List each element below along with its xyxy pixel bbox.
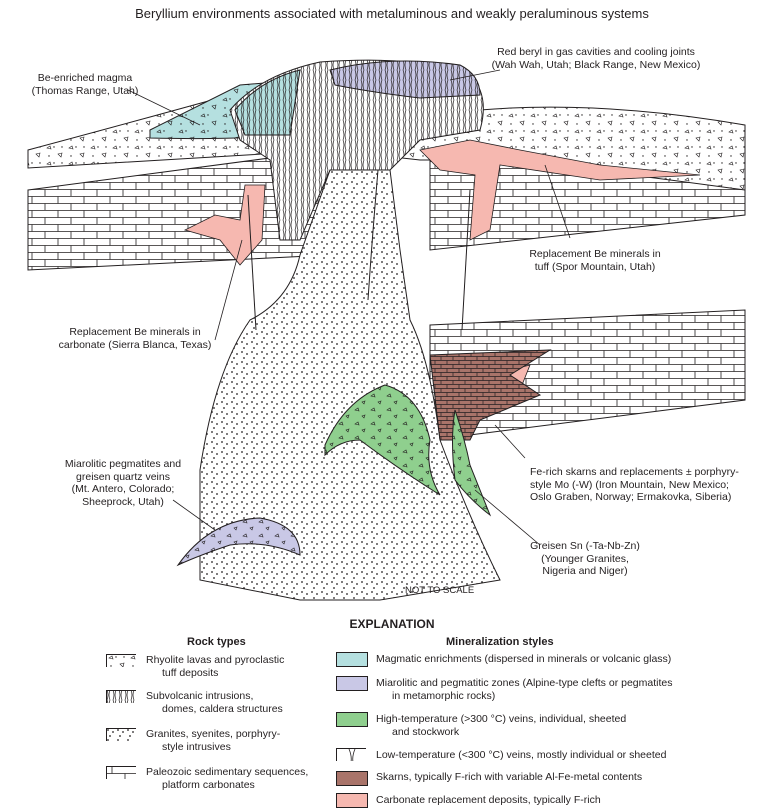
- high-temp-vein-main: [324, 384, 441, 496]
- label-greisen: Greisen Sn (-Ta-Nb-Zn)(Younger Granites,…: [530, 540, 640, 577]
- carbonate-replacement-right: [419, 139, 701, 241]
- low-temp-vein-3: [367, 169, 379, 301]
- swatch-skarn: [336, 771, 368, 786]
- leader-miarolitic: [172, 499, 216, 531]
- skarn-zone: [429, 349, 552, 441]
- swatch-rhyolite: [106, 654, 136, 667]
- swatch-subvolcanic: [106, 690, 136, 703]
- leader-be-magma: [127, 89, 201, 126]
- low-temp-vein-1: [247, 194, 257, 331]
- leader-skarns: [494, 424, 526, 459]
- leader-greisen: [474, 489, 541, 546]
- leader-repl-tuff: [544, 164, 571, 239]
- swatch-magmatic: [336, 652, 368, 667]
- label-skarns: Fe-rich skarns and replacements ± porphy…: [530, 466, 739, 503]
- swatch-high-temp: [336, 712, 368, 727]
- rock-types-heading: Rock types: [187, 636, 246, 648]
- explanation-title: EXPLANATION: [349, 617, 435, 631]
- mineralization-heading: Mineralization styles: [446, 636, 554, 648]
- low-temp-vein-2: [461, 189, 471, 331]
- swatch-low-temp: [336, 748, 366, 761]
- label-be-magma: Be-enriched magma(Thomas Range, Utah): [31, 72, 139, 97]
- leader-red-beryl: [449, 69, 501, 81]
- diagram-title: Beryllium environments associated with m…: [135, 6, 649, 21]
- magmatic-dome-zone: [234, 69, 301, 136]
- swatch-carbonate-replacement: [336, 793, 368, 808]
- granite-body: [199, 169, 501, 601]
- leader-repl-carb: [214, 239, 243, 341]
- red-beryl-zone: [329, 60, 481, 99]
- swatch-miarolitic: [336, 676, 368, 691]
- miarolitic-pod: [176, 517, 301, 567]
- high-temp-vein-right: [452, 409, 492, 517]
- not-to-scale-note: NOT TO SCALE: [405, 585, 475, 596]
- swatch-granite: [106, 728, 136, 741]
- swatch-paleozoic: [106, 766, 136, 779]
- label-red-beryl: Red beryl in gas cavities and cooling jo…: [491, 46, 701, 71]
- carbonate-replacement-left: [183, 184, 266, 266]
